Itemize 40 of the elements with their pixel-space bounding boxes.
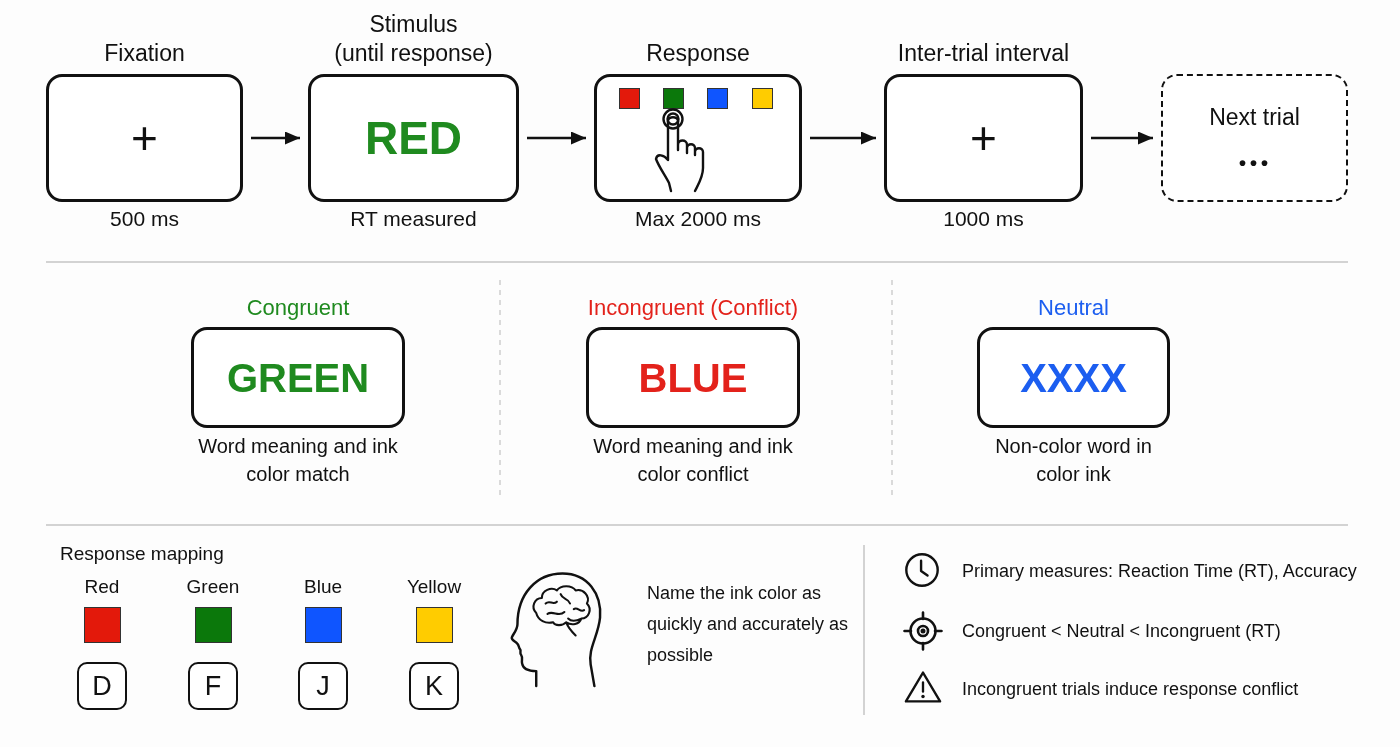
keyboard-key: F <box>188 662 238 710</box>
step-title: Response <box>646 40 750 66</box>
keyboard-key: J <box>298 662 348 710</box>
condition-title: Incongruent (Conflict) <box>587 295 799 320</box>
step-title: Stimulus (until response) <box>334 11 493 66</box>
keyboard-key: K <box>409 662 459 710</box>
note-text: Congruent < Neutral < Incongruent (RT) <box>962 621 1281 641</box>
section-heading: Response mapping <box>60 543 224 564</box>
stimulus-word: GREEN <box>226 355 370 400</box>
key-name: Blue <box>304 576 342 597</box>
key-name: Red <box>84 576 120 597</box>
duration-label: 500 ms <box>110 207 179 230</box>
arrow <box>1091 131 1153 145</box>
note-text: Primary measures: Reaction Time (RT), Accuracy <box>962 561 1357 581</box>
panel-text: Next trial <box>1209 104 1300 130</box>
duration-label: Max 2000 ms <box>634 207 762 230</box>
duration-label: 1000 ms <box>943 207 1024 230</box>
description-text: Non-color word in color ink <box>995 435 1152 485</box>
description-text: Word meaning and ink color conflict <box>593 435 793 485</box>
key-name: Yellow <box>406 576 462 597</box>
note-text: Incongruent trials induce response conflict <box>962 679 1299 699</box>
stimulus-word: RED <box>364 112 463 164</box>
arrow <box>810 131 876 145</box>
arrow <box>527 131 586 145</box>
instruction-text: Name the ink color as quickly and accurately as possible <box>647 583 849 665</box>
fixation-cross: + <box>970 115 997 161</box>
ellipsis: ... <box>1238 134 1271 174</box>
keyboard-key: D <box>77 662 127 710</box>
step-title: Fixation <box>104 40 185 66</box>
dashed-panel <box>1161 74 1348 202</box>
duration-label: RT measured <box>350 207 477 230</box>
condition-title: Congruent <box>246 295 350 320</box>
description-text: Word meaning and ink color match <box>198 435 398 485</box>
arrow <box>251 131 300 145</box>
step-title: Inter-trial interval <box>897 40 1070 66</box>
stimulus-word: XXXX <box>1020 355 1127 400</box>
stimulus-word: BLUE <box>638 355 748 400</box>
fixation-cross: + <box>131 115 158 161</box>
condition-title: Neutral <box>1038 295 1109 320</box>
key-name: Green <box>186 576 240 597</box>
